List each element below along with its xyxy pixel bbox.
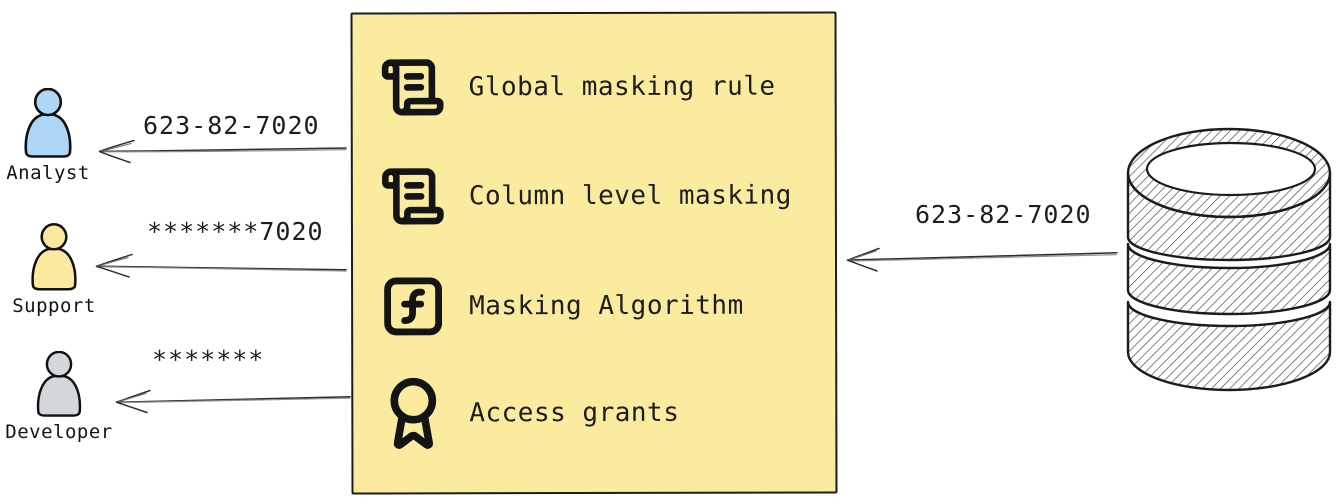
persona-support: Support <box>0 223 112 317</box>
policy-item-access-grants: Access grants <box>381 373 679 454</box>
database-icon <box>1126 127 1332 392</box>
policy-item-global-masking-rule: Global masking rule <box>381 47 776 128</box>
policy-item-column-level-masking: Column level masking <box>381 156 792 237</box>
value-from-database: 623-82-7020 <box>915 200 1092 229</box>
policy-item-label: Global masking rule <box>468 71 776 103</box>
persona-label: Developer <box>5 421 113 443</box>
function-square-icon <box>384 277 443 336</box>
arrow-db-to-policy <box>846 247 1118 272</box>
arrow-policy-to-analyst <box>98 139 347 164</box>
scroll-text-icon <box>382 168 444 225</box>
arrow-policy-to-developer <box>115 389 351 414</box>
award-icon <box>390 377 437 449</box>
value-to-support: *******7020 <box>147 217 324 246</box>
persona-analyst: Analyst <box>0 88 106 184</box>
persona-label: Analyst <box>6 162 90 184</box>
scroll-text-icon <box>381 59 444 116</box>
support-person-icon <box>31 223 77 291</box>
persona-label: Support <box>12 295 96 317</box>
policy-box: Global masking rule Column level masking <box>350 11 838 495</box>
policy-item-label: Access grants <box>469 397 680 429</box>
analyst-person-icon <box>24 88 72 158</box>
policy-item-label: Column level masking <box>468 180 792 212</box>
persona-developer: Developer <box>1 351 117 443</box>
developer-person-icon <box>36 351 82 417</box>
value-to-analyst: 623-82-7020 <box>143 111 320 140</box>
policy-item-masking-algorithm: Masking Algorithm <box>381 266 744 347</box>
value-to-developer: ******* <box>152 345 265 374</box>
arrow-policy-to-support <box>95 253 347 278</box>
policy-item-label: Masking Algorithm <box>469 290 744 322</box>
